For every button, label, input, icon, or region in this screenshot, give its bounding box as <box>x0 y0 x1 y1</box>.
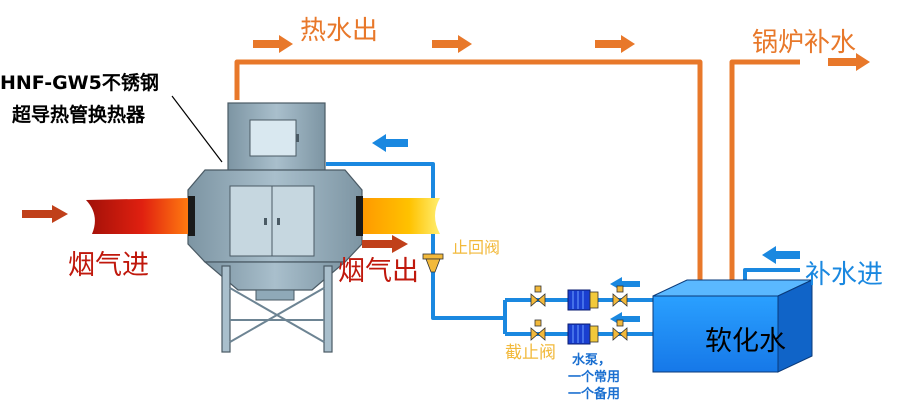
flue-gas-arrows <box>22 205 408 253</box>
softened-water-tank <box>652 279 813 373</box>
check-valve-label: 止回阀 <box>452 238 501 257</box>
stop-valve-upper-left <box>530 285 546 307</box>
stop-valve-upper-right <box>612 285 628 307</box>
water-pumps <box>567 289 599 345</box>
water-pump-standby <box>567 323 599 345</box>
hot-water-flow-arrows <box>253 35 870 71</box>
label-pointer-line <box>171 95 223 163</box>
exchanger-type-label: 超导热管换热器 <box>12 104 146 126</box>
heat-pipe-exchanger <box>187 102 363 353</box>
flue-gas-out-label: 烟气出 <box>338 256 419 287</box>
flue-gas-inlet-duct <box>86 196 195 236</box>
makeup-water-in-label: 补水进 <box>805 260 884 290</box>
stop-valve-lower-right <box>612 319 628 341</box>
boiler-makeup-label: 锅炉补水 <box>752 28 857 58</box>
flue-gas-in-label: 烟气进 <box>68 250 149 281</box>
hot-water-pipe <box>234 59 800 295</box>
pump-note-line-1: 水泵， <box>572 353 612 368</box>
check-valve <box>422 253 444 273</box>
water-pump-duty <box>567 289 599 311</box>
hot-water-out-label: 热水出 <box>300 16 379 46</box>
stop-valves <box>530 285 628 341</box>
pump-note-line-2: 一个常用 <box>568 370 621 385</box>
stop-valve-lower-left <box>530 319 546 341</box>
exchanger-model-label: HNF-GW5不锈钢 <box>0 72 159 94</box>
pump-note-line-3: 一个备用 <box>568 387 621 402</box>
stop-valve-label: 截止阀 <box>505 343 556 363</box>
flue-gas-outlet-duct <box>356 196 440 236</box>
softened-water-label: 软化水 <box>705 326 786 357</box>
